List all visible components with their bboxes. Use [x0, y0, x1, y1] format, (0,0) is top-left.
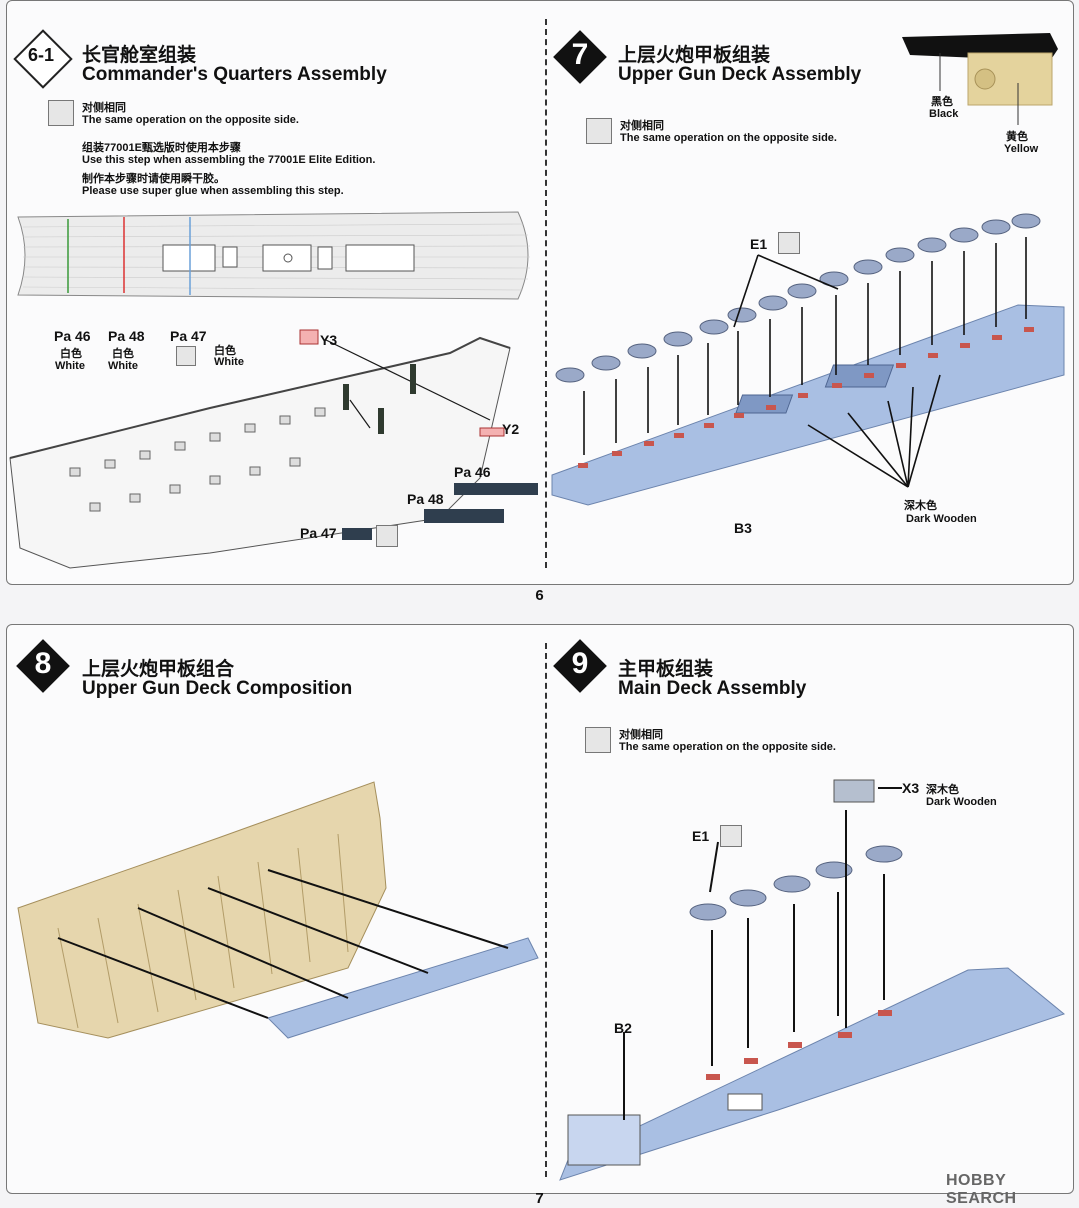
page-number-bottom: 7: [535, 1190, 544, 1207]
mirror-side-icon: [376, 525, 398, 547]
step-7-title-en: Upper Gun Deck Assembly: [618, 64, 862, 85]
main-deck-drawing: [559, 779, 1066, 1181]
step-6-1-title-cn: 长官舱室组装: [82, 45, 197, 66]
pa47-label: Pa 47: [170, 328, 207, 344]
hull-composition-drawing: [17, 781, 539, 1039]
x3-wood-en: Dark Wooden: [926, 796, 997, 808]
e1-label: E1: [692, 828, 710, 844]
step-6-1-instr-cn-1: 组装77001E甄选版时使用本步骤: [82, 142, 241, 154]
pa48-color-cn: 白色: [112, 348, 134, 360]
color-black-en: Black: [929, 108, 959, 120]
step-8-number: 8: [34, 647, 52, 680]
e1-label: E1: [750, 236, 768, 252]
b2-label: B2: [614, 1020, 632, 1036]
pa48-label: Pa 48: [108, 328, 145, 344]
step-7-note-en: The same operation on the opposite side.: [620, 132, 837, 144]
step-9-title-cn: 主甲板组装: [618, 659, 714, 680]
color-yellow-cn: 黄色: [1006, 131, 1028, 143]
step-9-note-en: The same operation on the opposite side.: [619, 741, 836, 753]
mirror-side-icon: [586, 118, 612, 144]
upper-gun-deck-drawing: [551, 213, 1065, 506]
b3-label: B3: [734, 520, 752, 536]
step-6-1-title-en: Commander's Quarters Assembly: [82, 64, 387, 85]
step-9-number: 9: [571, 647, 589, 680]
hull-cutaway-drawing: [9, 329, 538, 569]
y2-label: Y2: [502, 421, 520, 437]
page-number-top: 6: [535, 587, 544, 604]
pa48-b-label: Pa 48: [407, 491, 444, 507]
pa46-b-label: Pa 46: [454, 464, 491, 480]
pa48-color-en: White: [108, 360, 138, 372]
mirror-side-icon: [585, 727, 611, 753]
color-black-cn: 黑色: [931, 96, 953, 108]
pa47-color-cn: 白色: [214, 345, 236, 357]
step-9-title-en: Main Deck Assembly: [618, 678, 807, 699]
mirror-side-icon: [778, 232, 800, 254]
step-6-1-instr-en-2: Please use super glue when assembling th…: [82, 185, 344, 197]
step-8-title-cn: 上层火炮甲板组合: [82, 659, 235, 680]
step-7-number: 7: [571, 38, 589, 71]
pa46-label: Pa 46: [54, 328, 91, 344]
step-6-1-note-cn: 对侧相同: [82, 102, 126, 114]
step-9-note-cn: 对侧相同: [619, 729, 663, 741]
wood-en-label: Dark Wooden: [906, 513, 977, 525]
pa46-color-cn: 白色: [60, 348, 82, 360]
x3-label: X3: [902, 780, 920, 796]
step-6-1-instr-cn-2: 制作本步骤时请使用瞬干胶。: [82, 173, 225, 185]
color-yellow-en: Yellow: [1004, 143, 1039, 155]
pa47-color-en: White: [214, 356, 244, 368]
page-divider: [545, 643, 547, 1177]
mirror-side-icon: [176, 346, 196, 366]
step-7-note-cn: 对侧相同: [620, 120, 664, 132]
wood-cn-label: 深木色: [904, 500, 937, 512]
step-7-title-cn: 上层火炮甲板组装: [618, 45, 771, 66]
page-divider: [545, 19, 547, 568]
x3-wood-cn: 深木色: [926, 784, 959, 796]
step-6-1-number: 6-1: [27, 45, 54, 65]
y3-label: Y3: [320, 332, 338, 348]
step-6-1-note-en: The same operation on the opposite side.: [82, 114, 299, 126]
deck-plan-drawing: [17, 211, 531, 300]
step-6-1-instr-en-1: Use this step when assembling the 77001E…: [82, 154, 376, 166]
mirror-side-icon: [48, 100, 74, 126]
pa46-color-en: White: [55, 360, 85, 372]
step-8-title-en: Upper Gun Deck Composition: [82, 678, 353, 699]
watermark: HOBBY SEARCH: [946, 1172, 1017, 1207]
cannon-color-reference: [902, 33, 1058, 125]
mirror-side-icon: [720, 825, 742, 847]
pa47-b-label: Pa 47: [300, 525, 337, 541]
